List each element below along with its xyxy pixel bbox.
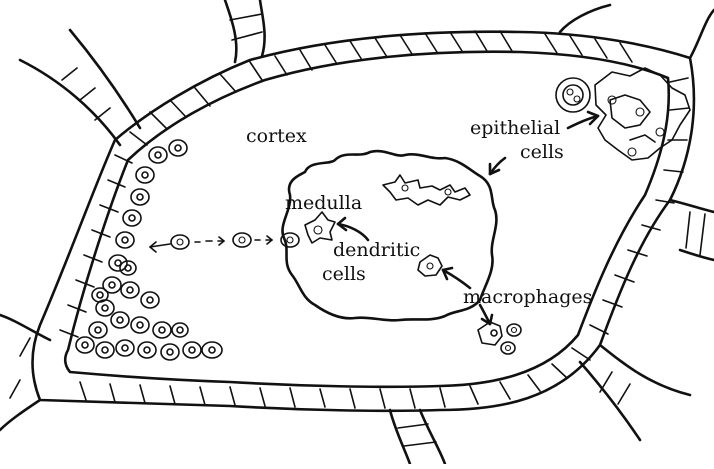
label-epithelial-line1: epithelial (470, 118, 560, 138)
label-dendritic-line2: cells (322, 264, 366, 284)
label-dendritic-line1: dendritic (333, 240, 420, 260)
label-epithelial-line2: cells (520, 142, 564, 162)
label-medulla: medulla (285, 193, 362, 213)
label-cortex: cortex (246, 126, 307, 146)
label-macrophages: macrophages (463, 287, 592, 307)
migrating-thymocytes (150, 233, 299, 252)
thymocyte-cluster (76, 140, 222, 360)
